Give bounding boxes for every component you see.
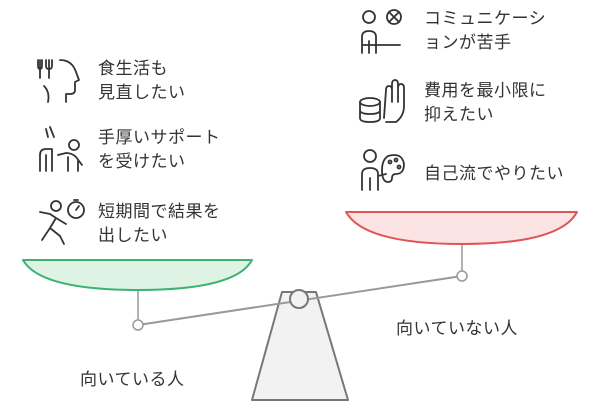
left-beam-joint bbox=[132, 319, 144, 331]
right-group-label: 向いていない人 bbox=[396, 319, 518, 339]
right-item-1-line1: コミュニケーシ bbox=[424, 9, 547, 29]
left-item-3-text: 短期間で結果を 出したい bbox=[98, 200, 221, 248]
person-palette-icon bbox=[358, 148, 406, 194]
right-item-1-text: コミュニケーシ ョンが苦手 bbox=[424, 7, 546, 55]
left-pan bbox=[22, 259, 253, 291]
left-item-3-line2: 出したい bbox=[98, 226, 168, 246]
person-no-talk-icon bbox=[360, 7, 406, 57]
head-fork-icon bbox=[36, 56, 84, 104]
right-item-2-text: 費用を最小限に 抑えたい bbox=[424, 79, 547, 127]
running-stopwatch-icon bbox=[36, 196, 88, 248]
right-item-3-text: 自己流でやりたい bbox=[424, 162, 564, 186]
right-item-3-line1: 自己流でやりたい bbox=[424, 164, 564, 184]
hand-coins-icon bbox=[358, 78, 406, 128]
support-person-icon bbox=[36, 125, 86, 175]
left-item-2-text: 手厚いサポート を受けたい bbox=[98, 126, 221, 174]
left-item-3-line1: 短期間で結果を bbox=[98, 202, 221, 222]
left-item-2-line1: 手厚いサポート bbox=[98, 128, 221, 148]
left-group-label: 向いている人 bbox=[80, 370, 185, 390]
scale-pivot bbox=[289, 289, 309, 309]
right-item-2-line1: 費用を最小限に bbox=[424, 81, 547, 101]
left-item-1-line1: 食生活も bbox=[98, 59, 168, 79]
left-item-1-text: 食生活も 見直したい bbox=[98, 57, 186, 105]
right-item-1-line2: ョンが苦手 bbox=[424, 33, 512, 53]
right-pan bbox=[345, 211, 578, 245]
left-item-2-line2: を受けたい bbox=[98, 152, 186, 172]
right-beam-joint bbox=[456, 270, 468, 282]
right-item-2-line2: 抑えたい bbox=[424, 105, 494, 125]
left-item-1-line2: 見直したい bbox=[98, 83, 186, 103]
